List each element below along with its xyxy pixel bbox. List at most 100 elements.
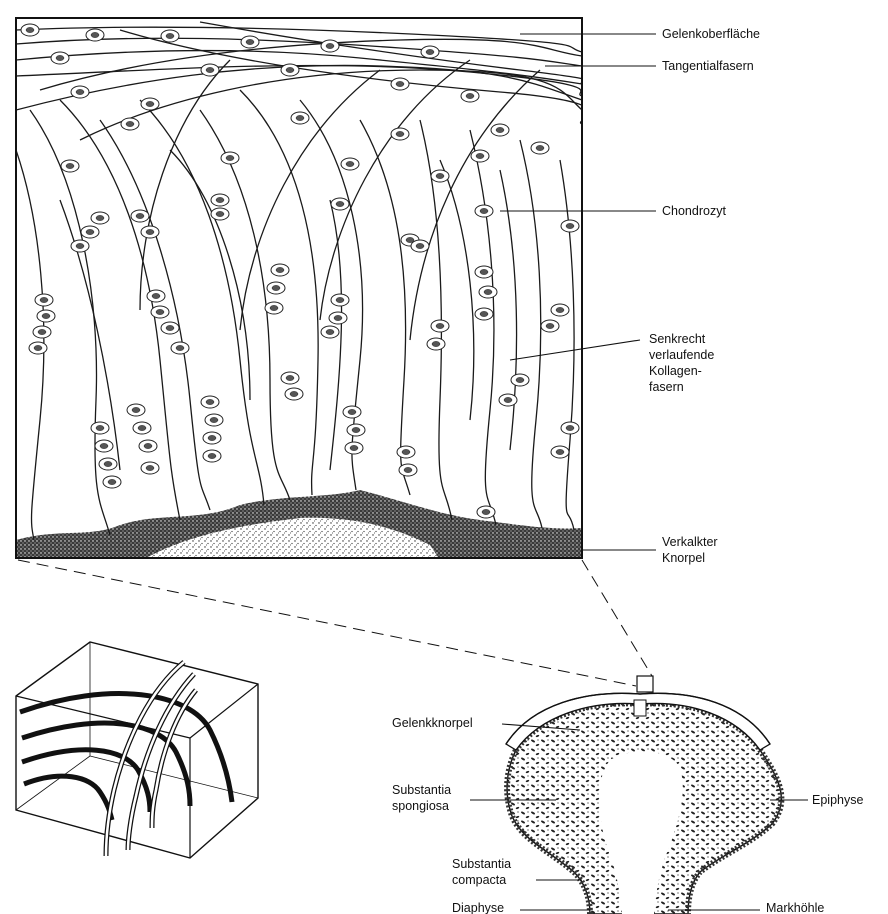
chondrocyte	[345, 442, 363, 454]
chondrocyte	[147, 290, 165, 302]
chondrocyte	[161, 322, 179, 334]
labels-top: Gelenkoberfläche Tangentialfasern Chondr…	[649, 27, 760, 565]
chondrocyte	[281, 64, 299, 76]
chondrocyte	[141, 98, 159, 110]
chondrocyte	[285, 388, 303, 400]
label-senkrecht-1: Senkrecht	[649, 332, 706, 346]
chondrocyte	[291, 112, 309, 124]
chondrocyte	[343, 406, 361, 418]
label-gelenkknorpel: Gelenkknorpel	[392, 716, 473, 730]
magnified-panel	[16, 18, 589, 560]
chondrocyte	[21, 24, 39, 36]
chondrocyte	[86, 29, 104, 41]
chondrocyte	[221, 152, 239, 164]
label-senkrecht-4: fasern	[649, 380, 684, 394]
chondrocyte	[103, 476, 121, 488]
fiber-block-3d	[16, 642, 258, 858]
chondrocyte	[461, 90, 479, 102]
chondrocyte	[71, 86, 89, 98]
chondrocyte	[475, 205, 493, 217]
chondrocyte	[331, 294, 349, 306]
label-senkrecht-2: verlaufende	[649, 348, 714, 362]
chondrocyte	[71, 240, 89, 252]
chondrocyte-cells	[21, 24, 579, 518]
label-senkrecht-3: Kollagen-	[649, 364, 702, 378]
vertical-collagen-fibers	[16, 60, 574, 540]
chondrocyte	[561, 422, 579, 434]
chondrocyte	[141, 226, 159, 238]
label-epiphyse: Epiphyse	[812, 793, 863, 807]
chondrocyte	[329, 312, 347, 324]
chondrocyte	[331, 198, 349, 210]
chondrocyte	[131, 210, 149, 222]
chondrocyte	[161, 30, 179, 42]
bone-epiphysis	[506, 693, 781, 914]
chondrocyte	[551, 304, 569, 316]
label-spongiosa-2: spongiosa	[392, 799, 449, 813]
leader-lines-top	[500, 34, 656, 550]
chondrocyte	[133, 422, 151, 434]
chondrocyte	[475, 266, 493, 278]
chondrocyte	[561, 220, 579, 232]
chondrocyte	[281, 372, 299, 384]
chondrocyte	[431, 170, 449, 182]
chondrocyte	[81, 226, 99, 238]
chondrocyte	[397, 446, 415, 458]
chondrocyte	[271, 264, 289, 276]
chondrocyte	[151, 306, 169, 318]
label-markhoehle: Markhöhle	[766, 901, 824, 914]
chondrocyte	[477, 506, 495, 518]
chondrocyte	[241, 36, 259, 48]
chondrocyte	[551, 446, 569, 458]
chondrocyte	[321, 40, 339, 52]
chondrocyte	[201, 396, 219, 408]
chondrocyte	[399, 464, 417, 476]
chondrocyte	[29, 342, 47, 354]
chondrocyte	[203, 450, 221, 462]
label-diaphyse: Diaphyse	[452, 901, 504, 914]
zoom-source-box	[637, 676, 653, 692]
chondrocyte	[511, 374, 529, 386]
chondrocyte	[121, 118, 139, 130]
chondrocyte	[211, 208, 229, 220]
label-tangentialfasern: Tangentialfasern	[662, 59, 754, 73]
chondrocyte	[205, 414, 223, 426]
chondrocyte	[201, 64, 219, 76]
chondrocyte	[203, 432, 221, 444]
chondrocyte	[499, 394, 517, 406]
chondrocyte	[61, 160, 79, 172]
chondrocyte	[541, 320, 559, 332]
chondrocyte	[431, 320, 449, 332]
label-gelenkoberflaeche: Gelenkoberfläche	[662, 27, 760, 41]
chondrocyte	[139, 440, 157, 452]
label-compacta-2: compacta	[452, 873, 506, 887]
chondrocyte	[127, 404, 145, 416]
chondrocyte	[211, 194, 229, 206]
chondrocyte	[51, 52, 69, 64]
chondrocyte	[265, 302, 283, 314]
chondrocyte	[321, 326, 339, 338]
chondrocyte	[267, 282, 285, 294]
chondrocyte	[421, 46, 439, 58]
chondrocyte	[171, 342, 189, 354]
chondrocyte	[347, 424, 365, 436]
chondrocyte	[475, 308, 493, 320]
chondrocyte	[37, 310, 55, 322]
chondrocyte	[35, 294, 53, 306]
label-spongiosa-1: Substantia	[392, 783, 451, 797]
chondrocyte	[99, 458, 117, 470]
chondrocyte	[479, 286, 497, 298]
label-verkalkter-2: Knorpel	[662, 551, 705, 565]
chondrocyte	[91, 212, 109, 224]
chondrocyte	[391, 78, 409, 90]
chondrocyte	[141, 462, 159, 474]
chondrocyte	[471, 150, 489, 162]
chondrocyte	[411, 240, 429, 252]
chondrocyte	[95, 440, 113, 452]
label-compacta-1: Substantia	[452, 857, 511, 871]
chondrocyte	[33, 326, 51, 338]
chondrocyte	[491, 124, 509, 136]
chondrocyte	[341, 158, 359, 170]
label-verkalkter-1: Verkalkter	[662, 535, 718, 549]
